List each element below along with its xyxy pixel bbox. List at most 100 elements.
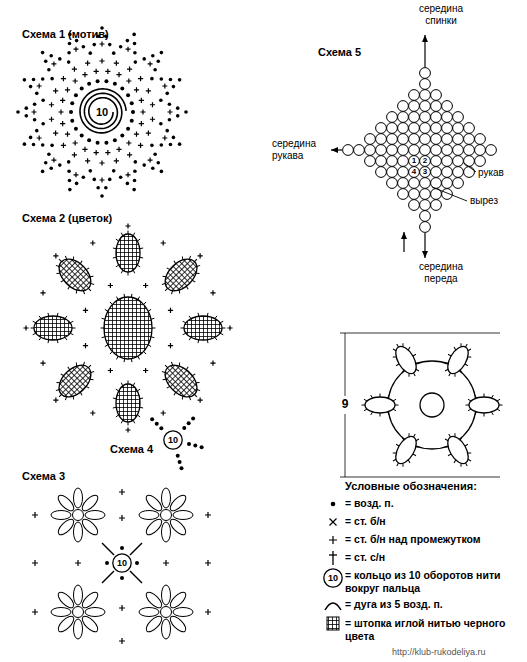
- ring-circle: 10: [163, 430, 183, 450]
- chain-dot: [156, 161, 160, 165]
- petal: [113, 381, 143, 426]
- petal-tick: [90, 378, 93, 381]
- chain-circle: [475, 145, 486, 156]
- sc-cross: [61, 76, 66, 81]
- chain-dot: [159, 122, 163, 126]
- chain-dot: [176, 454, 180, 458]
- petal-tick: [459, 370, 462, 373]
- petal-outline: [168, 590, 189, 611]
- chain-circle: [409, 189, 420, 200]
- sc-cross: [125, 223, 130, 228]
- chain-circle: [398, 178, 409, 189]
- sc-cross: [40, 290, 45, 295]
- chain-dot: [104, 141, 108, 145]
- petal-outline: [392, 343, 421, 377]
- sc-cross: [161, 240, 166, 245]
- sc-cross: [143, 283, 148, 288]
- petal-outline: [53, 359, 97, 403]
- petal-tick: [151, 318, 154, 320]
- petal-tick: [47, 340, 49, 343]
- ring-number: 10: [112, 553, 132, 573]
- chain-circle: [442, 101, 453, 112]
- chain-circle: [431, 123, 442, 134]
- petal: [439, 338, 477, 382]
- petal-tick: [189, 316, 191, 319]
- chain-dot: [108, 43, 112, 47]
- chain-circle: [409, 90, 420, 101]
- petal-tick: [362, 405, 366, 406]
- chain-dot: [191, 416, 195, 420]
- sc-cross: [126, 172, 131, 177]
- chain-dot: [120, 546, 124, 550]
- petal-tick: [47, 313, 49, 316]
- chain-circle: [398, 167, 409, 178]
- sc-cross: [100, 178, 105, 183]
- chain-circle: [420, 145, 431, 156]
- chain-dot: [142, 163, 146, 167]
- chain-dot: [159, 98, 163, 102]
- sc-cross: [53, 398, 58, 403]
- chain-circle: [420, 79, 431, 90]
- petal-tick: [393, 458, 396, 461]
- chain-circle: [365, 134, 376, 145]
- petal-tick: [56, 381, 59, 384]
- petal-tick: [492, 412, 494, 415]
- chain-circle: [420, 222, 431, 233]
- chain-circle: [431, 145, 442, 156]
- petal-tick: [113, 247, 116, 249]
- petal-tick: [220, 333, 223, 335]
- chain-circle: [442, 178, 453, 189]
- sc-cross: [205, 609, 211, 615]
- sc-cross: [162, 83, 167, 88]
- chain-circle: [475, 156, 486, 167]
- petal-tick: [140, 407, 143, 409]
- petal-tick: [393, 348, 396, 351]
- chain-circle: [420, 123, 431, 134]
- chain-circle: [420, 167, 431, 178]
- petal-tick: [196, 272, 199, 275]
- petal: [439, 428, 477, 472]
- chain-dot: [35, 129, 39, 133]
- chain-dot: [168, 102, 172, 106]
- daisy-petal: [74, 619, 83, 639]
- chain-circle: [431, 112, 442, 123]
- petal-tick: [65, 316, 67, 319]
- petal-outline: [85, 511, 105, 520]
- chain-circle: [453, 145, 464, 156]
- scheme-4: [150, 416, 203, 470]
- chain-dot: [70, 101, 74, 105]
- petal-tick: [186, 286, 189, 289]
- chain-dot: [32, 78, 36, 82]
- chain-dot: [187, 442, 191, 446]
- legend-entry: = штопка иглой нитью черного цвета: [345, 617, 523, 642]
- chain-dot: [50, 77, 54, 81]
- sc-cross: [126, 140, 131, 145]
- petal-tick: [364, 409, 367, 411]
- sc-cross: [163, 560, 169, 566]
- chain-circle: [409, 167, 420, 178]
- chain-dot: [119, 45, 123, 49]
- chain-dot: [70, 119, 74, 123]
- petal-tick: [401, 370, 404, 373]
- petal-tick: [407, 347, 410, 350]
- petal-tick: [148, 345, 151, 347]
- chain-circle: [398, 156, 409, 167]
- daisy-petal: [85, 511, 105, 520]
- chain-dot: [96, 79, 100, 83]
- petal-tick: [468, 399, 471, 401]
- joining-line: [130, 571, 142, 583]
- ring-border: [113, 554, 131, 572]
- petal-tick: [61, 373, 64, 376]
- chain-circle: [376, 134, 387, 145]
- sc-cross: [65, 132, 70, 137]
- chain-dot: [150, 77, 154, 81]
- chain-circle: [420, 68, 431, 79]
- petal-tick: [170, 362, 173, 365]
- arc-symbol: [325, 603, 341, 610]
- chain-dot: [58, 163, 62, 167]
- petal-tick: [117, 356, 118, 359]
- chain-dot: [126, 127, 130, 131]
- chain-circle: [464, 156, 475, 167]
- chain-dot: [68, 179, 72, 183]
